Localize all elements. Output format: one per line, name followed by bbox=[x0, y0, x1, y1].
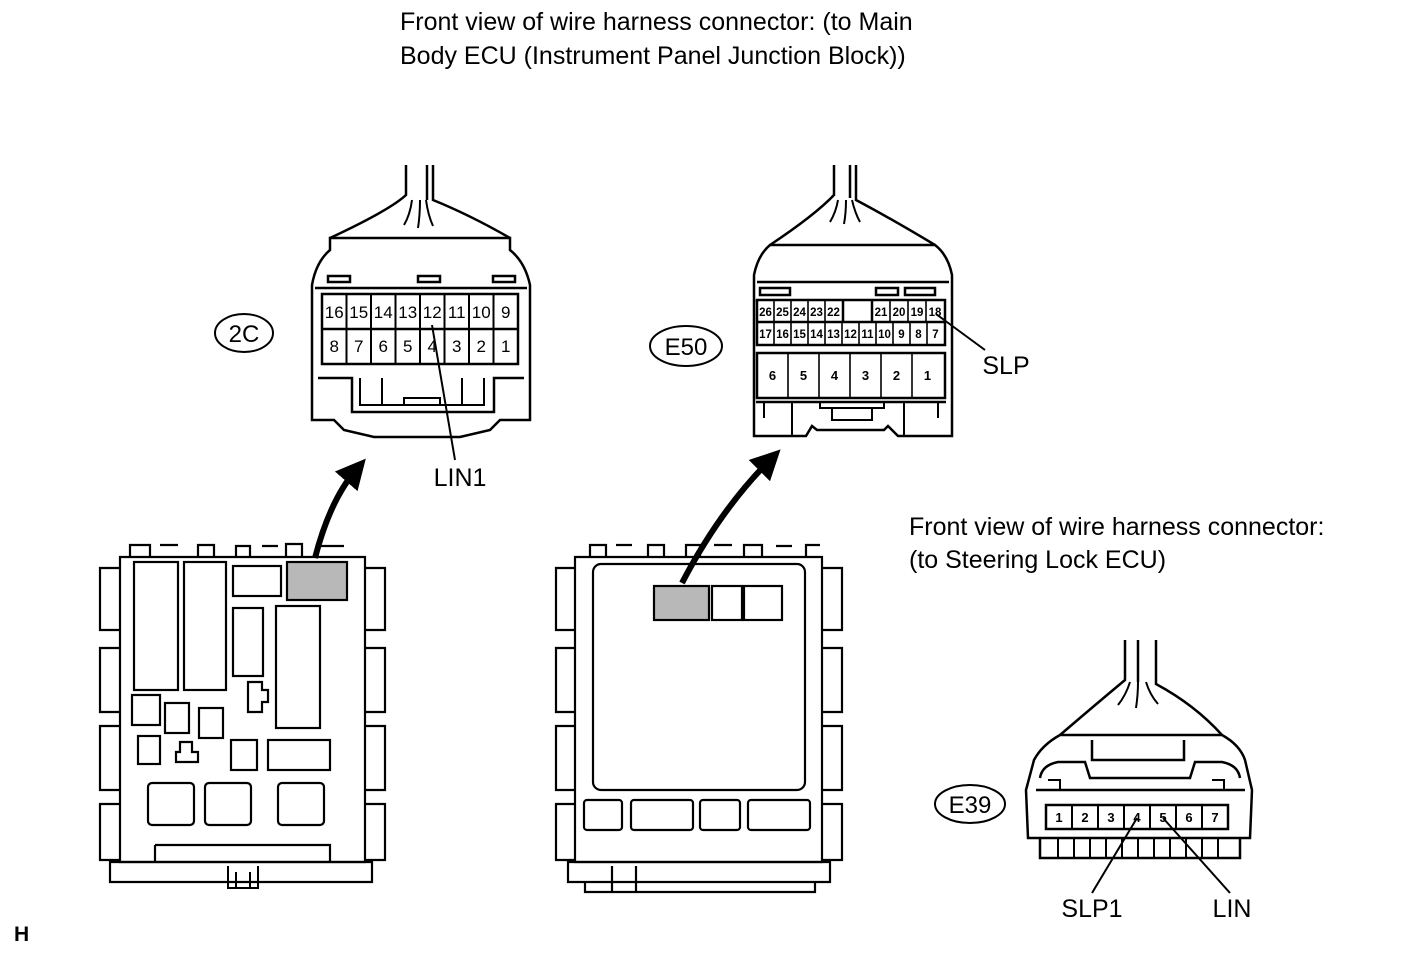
pin-e50-25: 25 bbox=[776, 307, 789, 319]
arrow-to-e50 bbox=[679, 449, 781, 585]
connector-e50-grid bbox=[773, 300, 928, 398]
pin-e50-22: 22 bbox=[827, 307, 840, 319]
pin-e50-4: 4 bbox=[831, 368, 839, 383]
lin1-callout: LIN1 bbox=[434, 464, 487, 492]
lin-leader bbox=[1162, 817, 1231, 894]
pin-e50-21: 21 bbox=[875, 307, 888, 319]
pin-e50-14: 14 bbox=[810, 329, 823, 341]
slp-callout: SLP bbox=[982, 352, 1029, 380]
pin-e39-4: 4 bbox=[1133, 810, 1141, 825]
pin-e50-6: 6 bbox=[769, 368, 776, 383]
connector-e39 bbox=[1024, 640, 1254, 860]
pin-2c-5: 5 bbox=[403, 337, 412, 356]
pin-2c-3: 3 bbox=[452, 337, 461, 356]
pin-e50-9: 9 bbox=[898, 329, 904, 341]
pin-2c-15: 15 bbox=[349, 303, 368, 322]
pin-e50-24: 24 bbox=[793, 307, 806, 319]
pin-e50-7: 7 bbox=[932, 329, 938, 341]
pin-2c-14: 14 bbox=[374, 303, 393, 322]
pin-e50-20: 20 bbox=[893, 307, 906, 319]
connector-2c-code: 2C bbox=[229, 321, 260, 348]
pin-2c-13: 13 bbox=[398, 303, 417, 322]
pin-e50-8: 8 bbox=[915, 329, 922, 341]
caption-steering-line2: (to Steering Lock ECU) bbox=[909, 546, 1167, 574]
caption-main-body-line2: Body ECU (Instrument Panel Junction Bloc… bbox=[400, 42, 906, 70]
slp1-leader bbox=[1091, 817, 1138, 894]
pin-e50-3: 3 bbox=[862, 368, 869, 383]
caption-main-body-line1: Front view of wire harness connector: (t… bbox=[400, 8, 913, 36]
pin-e50-11: 11 bbox=[861, 329, 874, 341]
lin1-leader bbox=[431, 324, 456, 461]
junction-block-left bbox=[98, 542, 387, 889]
connector-e39-grid bbox=[1071, 805, 1203, 829]
pin-2c-9: 9 bbox=[501, 303, 510, 322]
arrow-to-2c bbox=[312, 458, 366, 559]
connector-e50-code-oval bbox=[649, 325, 723, 367]
connector-e39-code: E39 bbox=[949, 792, 992, 819]
pin-e50-10: 10 bbox=[878, 329, 891, 341]
corner-mark: H bbox=[14, 923, 30, 946]
pin-e50-26: 26 bbox=[759, 307, 772, 319]
pin-e50-23: 23 bbox=[810, 307, 823, 319]
connector-e39-code-oval bbox=[934, 784, 1006, 824]
pin-e50-2: 2 bbox=[893, 368, 900, 383]
pin-2c-7: 7 bbox=[354, 337, 363, 356]
pin-e50-1: 1 bbox=[924, 368, 931, 383]
pin-2c-2: 2 bbox=[477, 337, 486, 356]
pin-2c-16: 16 bbox=[325, 303, 344, 322]
connector-e50 bbox=[752, 165, 954, 438]
pin-e39-3: 3 bbox=[1107, 810, 1114, 825]
pin-e39-6: 6 bbox=[1185, 810, 1192, 825]
pin-2c-4: 4 bbox=[428, 337, 437, 356]
lin-callout: LIN bbox=[1213, 895, 1252, 923]
pin-2c-1: 1 bbox=[501, 337, 510, 356]
pin-2c-11: 11 bbox=[448, 303, 466, 322]
connector-2c-grid bbox=[345, 294, 495, 364]
pin-e50-12: 12 bbox=[844, 329, 857, 341]
slp1-callout: SLP1 bbox=[1061, 895, 1122, 923]
pin-e50-16: 16 bbox=[776, 329, 789, 341]
pin-e39-7: 7 bbox=[1211, 810, 1218, 825]
pin-e50-15: 15 bbox=[793, 329, 806, 341]
pin-e50-5: 5 bbox=[800, 368, 807, 383]
slp-leader bbox=[935, 313, 986, 351]
junction-block-right-highlight bbox=[652, 584, 711, 622]
pin-2c-6: 6 bbox=[379, 337, 388, 356]
pin-e39-1: 1 bbox=[1055, 810, 1062, 825]
junction-block-right bbox=[554, 543, 844, 894]
connector-2c-code-oval bbox=[214, 313, 274, 353]
connector-e50-code: E50 bbox=[665, 334, 708, 361]
pin-e50-19: 19 bbox=[911, 307, 924, 319]
pin-e39-2: 2 bbox=[1081, 810, 1088, 825]
pin-e50-13: 13 bbox=[827, 329, 840, 341]
pin-e39-5: 5 bbox=[1159, 810, 1166, 825]
caption-steering-line1: Front view of wire harness connector: bbox=[909, 513, 1325, 541]
pin-2c-10: 10 bbox=[472, 303, 491, 322]
pin-e50-17: 17 bbox=[759, 329, 772, 341]
pin-2c-12: 12 bbox=[423, 303, 442, 322]
pin-2c-8: 8 bbox=[330, 337, 339, 356]
junction-block-left-highlight bbox=[285, 560, 349, 602]
